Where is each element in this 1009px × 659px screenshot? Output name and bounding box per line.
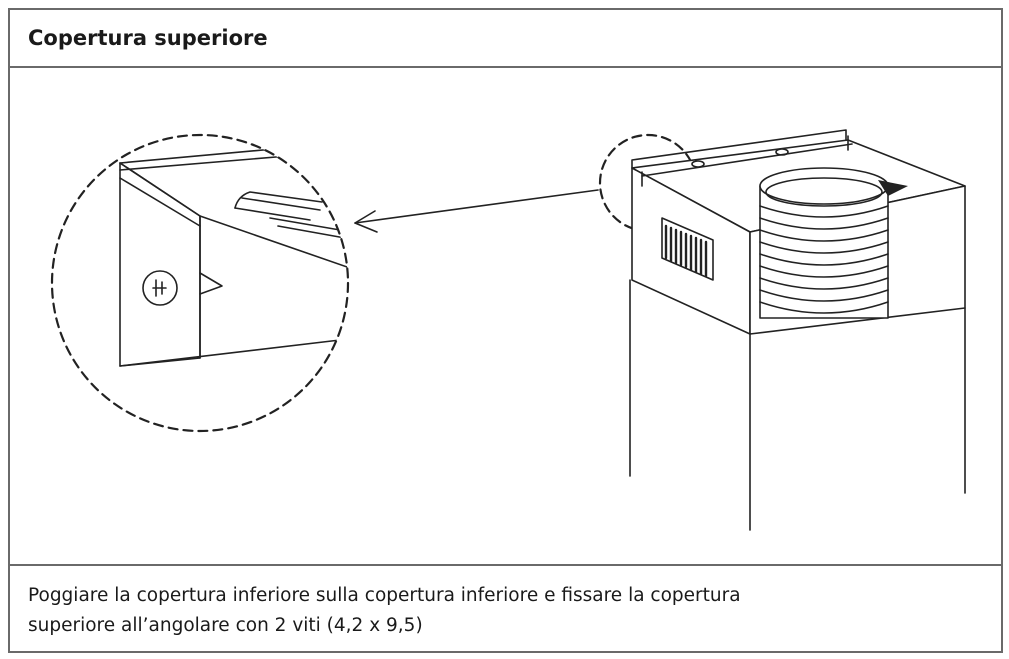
instruction-caption: Poggiare la copertura inferiore sulla co… xyxy=(10,564,1001,651)
detail-view xyxy=(50,133,350,433)
hood-assembly xyxy=(629,129,966,531)
instruction-panel: Copertura superiore xyxy=(8,8,1003,653)
caption-line-2: superiore all’angolare con 2 viti (4,2 x… xyxy=(28,615,423,636)
arrow-left-icon xyxy=(354,189,599,233)
screw-icon xyxy=(142,270,178,306)
panel-header: Copertura superiore xyxy=(10,10,1001,68)
panel-title: Copertura superiore xyxy=(28,26,268,50)
caption-line-1: Poggiare la copertura inferiore sulla co… xyxy=(28,585,741,606)
assembly-diagram xyxy=(50,129,966,531)
assembly-illustration xyxy=(10,68,1001,564)
